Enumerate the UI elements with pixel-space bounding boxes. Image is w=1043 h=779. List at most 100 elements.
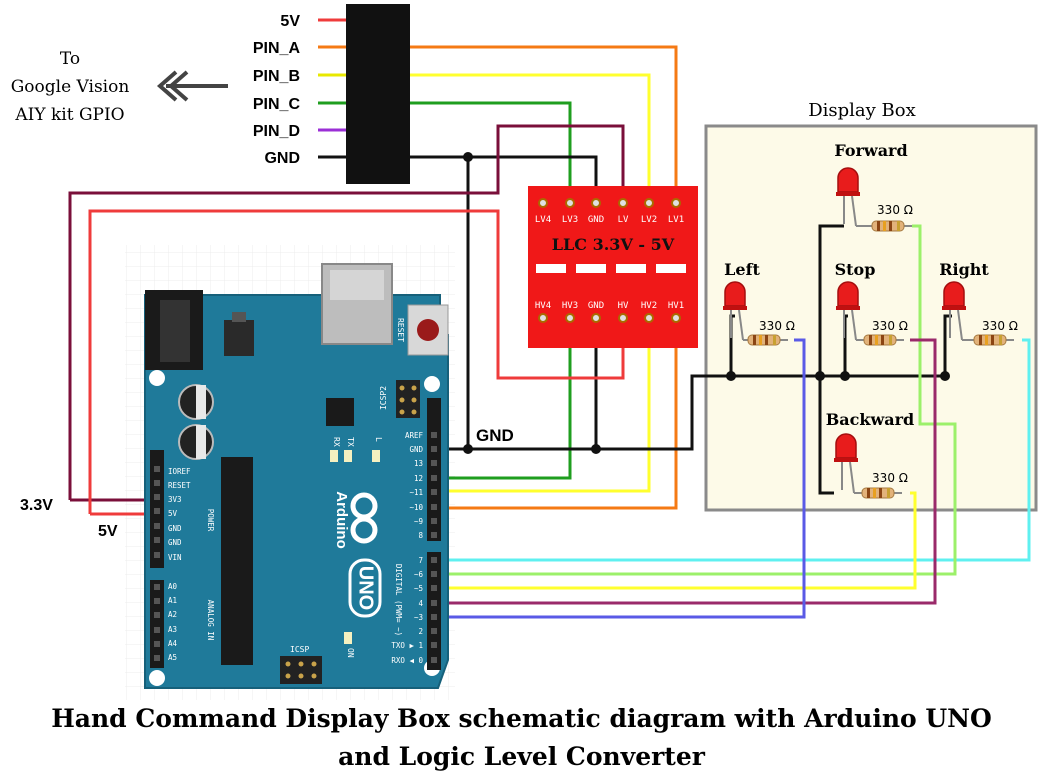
wire-gnd-forward xyxy=(818,224,844,376)
digital-pin-10: ~10 xyxy=(409,503,423,512)
digital-pin-8: 8 xyxy=(418,531,423,540)
pin-label-pin-a: PIN_A xyxy=(253,40,301,57)
power-pin-reset: RESET xyxy=(168,481,191,490)
llc-pin-hv3: HV3 xyxy=(562,301,578,311)
llc-pin-gnd-top: GND xyxy=(588,215,604,225)
icsp-label: ICSP xyxy=(290,645,309,654)
digital-pin-7: 7 xyxy=(418,556,423,565)
llc-pin-lv4: LV4 xyxy=(535,215,551,225)
destination-line-3: AIY kit GPIO xyxy=(14,105,124,125)
llc-pin-hv1: HV1 xyxy=(668,301,684,311)
l-label: L xyxy=(374,437,383,442)
analog-group-label: ANALOG IN xyxy=(206,600,215,641)
v5-label: 5V xyxy=(98,523,118,540)
caption-line-2: and Logic Level Converter xyxy=(338,742,705,771)
llc-pin-gnd-bottom: GND xyxy=(588,301,604,311)
analog-pin-a0: A0 xyxy=(168,582,178,591)
led-forward-icon xyxy=(837,167,859,193)
analog-pin-a2: A2 xyxy=(168,610,177,619)
arduino-board: RESET ICSP2 ICSP TX xyxy=(144,263,449,689)
display-box-title: Display Box xyxy=(808,100,916,121)
pin-label-5v: 5V xyxy=(280,13,300,30)
digital-pin-2: 2 xyxy=(418,627,423,636)
digital-pin-4: 4 xyxy=(418,599,423,608)
digital-pin-13: 13 xyxy=(414,459,423,468)
junctions xyxy=(463,152,950,454)
schematic-diagram: Display Box xyxy=(11,4,1038,700)
llc-pin-hv2: HV2 xyxy=(641,301,657,311)
pin-label-gnd: GND xyxy=(264,150,300,167)
gnd-label: GND xyxy=(476,426,514,445)
pin-label-pin-d: PIN_D xyxy=(253,123,300,140)
tx-label: TX xyxy=(346,437,355,447)
destination-line-1: To xyxy=(60,49,80,69)
digital-pin-12: 12 xyxy=(414,474,423,483)
wire-3v3 xyxy=(68,124,625,500)
digital-pin-11: ~11 xyxy=(409,488,423,497)
gpio-connector xyxy=(346,4,410,184)
wire-pin7-right xyxy=(434,338,1031,562)
wire-hv2-pin11 xyxy=(434,314,651,493)
reset-label: RESET xyxy=(396,318,405,342)
power-pin-vin: VIN xyxy=(168,553,182,562)
rx-label: RX xyxy=(332,437,341,447)
wire-5v xyxy=(88,209,625,514)
digital-header-lower xyxy=(427,552,441,670)
atmega-chip xyxy=(221,457,253,665)
led-label-backward: Backward xyxy=(826,410,914,429)
llc-board: LLC 3.3V - 5V LV4 LV3 GND LV LV2 LV1 HV4… xyxy=(528,186,698,348)
llc-title: LLC 3.3V - 5V xyxy=(552,235,675,254)
led-label-stop: Stop xyxy=(835,260,876,279)
analog-pin-a5: A5 xyxy=(168,653,177,662)
llc-pin-hv: HV xyxy=(618,301,629,311)
llc-pin-lv1: LV1 xyxy=(668,215,684,225)
arrow-left-icon xyxy=(156,70,228,102)
digital-pin-5: ~5 xyxy=(414,584,423,593)
analog-pin-a1: A1 xyxy=(168,596,177,605)
wire-pin-c xyxy=(410,101,572,206)
resistor-label-backward: 330 Ω xyxy=(872,471,908,485)
resistor-label-forward: 330 Ω xyxy=(877,203,913,217)
led-right-icon xyxy=(943,281,965,307)
wire-pin3-left xyxy=(434,338,806,619)
pin-label-pin-b: PIN_B xyxy=(253,68,300,85)
power-group-label: POWER xyxy=(206,509,215,532)
power-pin-gnd2: GND xyxy=(168,538,182,547)
v33-label: 3.3V xyxy=(20,497,53,514)
wire-pin-a xyxy=(410,45,678,206)
power-pin-gnd1: GND xyxy=(168,524,182,533)
arduino-logo-icon xyxy=(350,492,378,544)
wire-gnd-backward xyxy=(818,376,834,495)
digital-group-label: DIGITAL (PWM= ~) xyxy=(394,564,403,636)
led-left-icon xyxy=(724,281,746,307)
digital-pin-6: ~6 xyxy=(414,570,424,579)
usb-chip xyxy=(326,398,354,426)
led-label-right: Right xyxy=(939,260,989,279)
digital-pin-aref: AREF xyxy=(405,431,424,440)
resistor-label-right: 330 Ω xyxy=(982,319,1018,333)
digital-pin-0: RXO ◀ 0 xyxy=(391,656,423,665)
digital-pin-1: TXO ▶ 1 xyxy=(391,641,423,650)
analog-pin-a3: A3 xyxy=(168,625,177,634)
arduino-brand: Arduino xyxy=(333,491,350,549)
digital-pin-9: ~9 xyxy=(414,517,423,526)
analog-header xyxy=(150,580,164,668)
led-stop-icon xyxy=(837,281,859,307)
icsp-header xyxy=(280,656,322,684)
wire-hv1-pin10 xyxy=(434,314,678,510)
analog-pin-a4: A4 xyxy=(168,639,178,648)
arduino-model: UNO xyxy=(355,566,377,610)
resistor-label-left: 330 Ω xyxy=(759,319,795,333)
wire-pin5-backward xyxy=(434,491,917,590)
wire-pin6-forward xyxy=(434,224,957,576)
wire-pin-b xyxy=(410,73,651,206)
llc-pin-hv4: HV4 xyxy=(535,301,551,311)
icsp2-label: ICSP2 xyxy=(379,386,388,410)
display-box xyxy=(704,124,1038,512)
on-label: ON xyxy=(346,648,355,658)
led-backward-icon xyxy=(835,433,857,459)
wire-pin4-stop xyxy=(434,338,937,605)
destination-line-2: Google Vision xyxy=(11,77,130,97)
wires xyxy=(68,18,1031,619)
